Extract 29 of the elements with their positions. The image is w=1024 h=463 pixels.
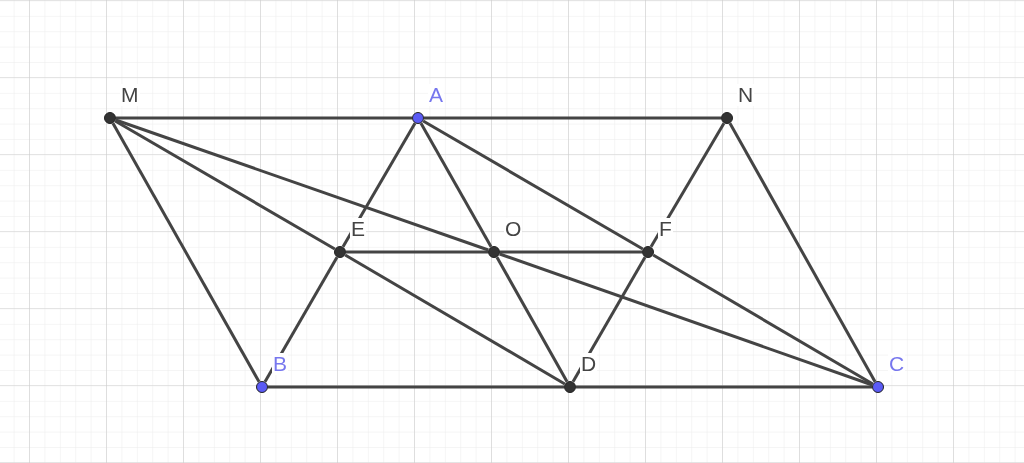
line-segment <box>111 122 261 383</box>
line-segment <box>652 253 874 386</box>
line-segment <box>268 385 564 389</box>
line-segment <box>341 122 417 248</box>
line-segment <box>649 122 726 248</box>
point-label: N <box>737 84 755 106</box>
line-segment <box>115 118 489 252</box>
line-segment <box>422 119 644 251</box>
line-segment <box>571 256 647 383</box>
point-label: O <box>504 218 523 240</box>
point-label: F <box>658 218 673 240</box>
point-label: M <box>120 84 140 106</box>
line-segment <box>500 250 642 254</box>
line-segment <box>263 256 339 383</box>
point-label: C <box>888 353 906 375</box>
line-segment <box>424 116 721 120</box>
line-segment <box>344 253 566 386</box>
point-label: D <box>580 353 598 375</box>
line-segment <box>116 116 412 120</box>
point-label: B <box>272 353 288 375</box>
line-segment <box>346 250 488 254</box>
line-segment <box>419 122 493 248</box>
line-segment <box>499 252 873 387</box>
line-segment <box>114 119 336 251</box>
line-segment <box>728 122 877 383</box>
point-label: A <box>428 84 444 106</box>
point-label: E <box>350 218 366 240</box>
line-segment <box>576 385 872 389</box>
line-segment <box>495 256 569 383</box>
